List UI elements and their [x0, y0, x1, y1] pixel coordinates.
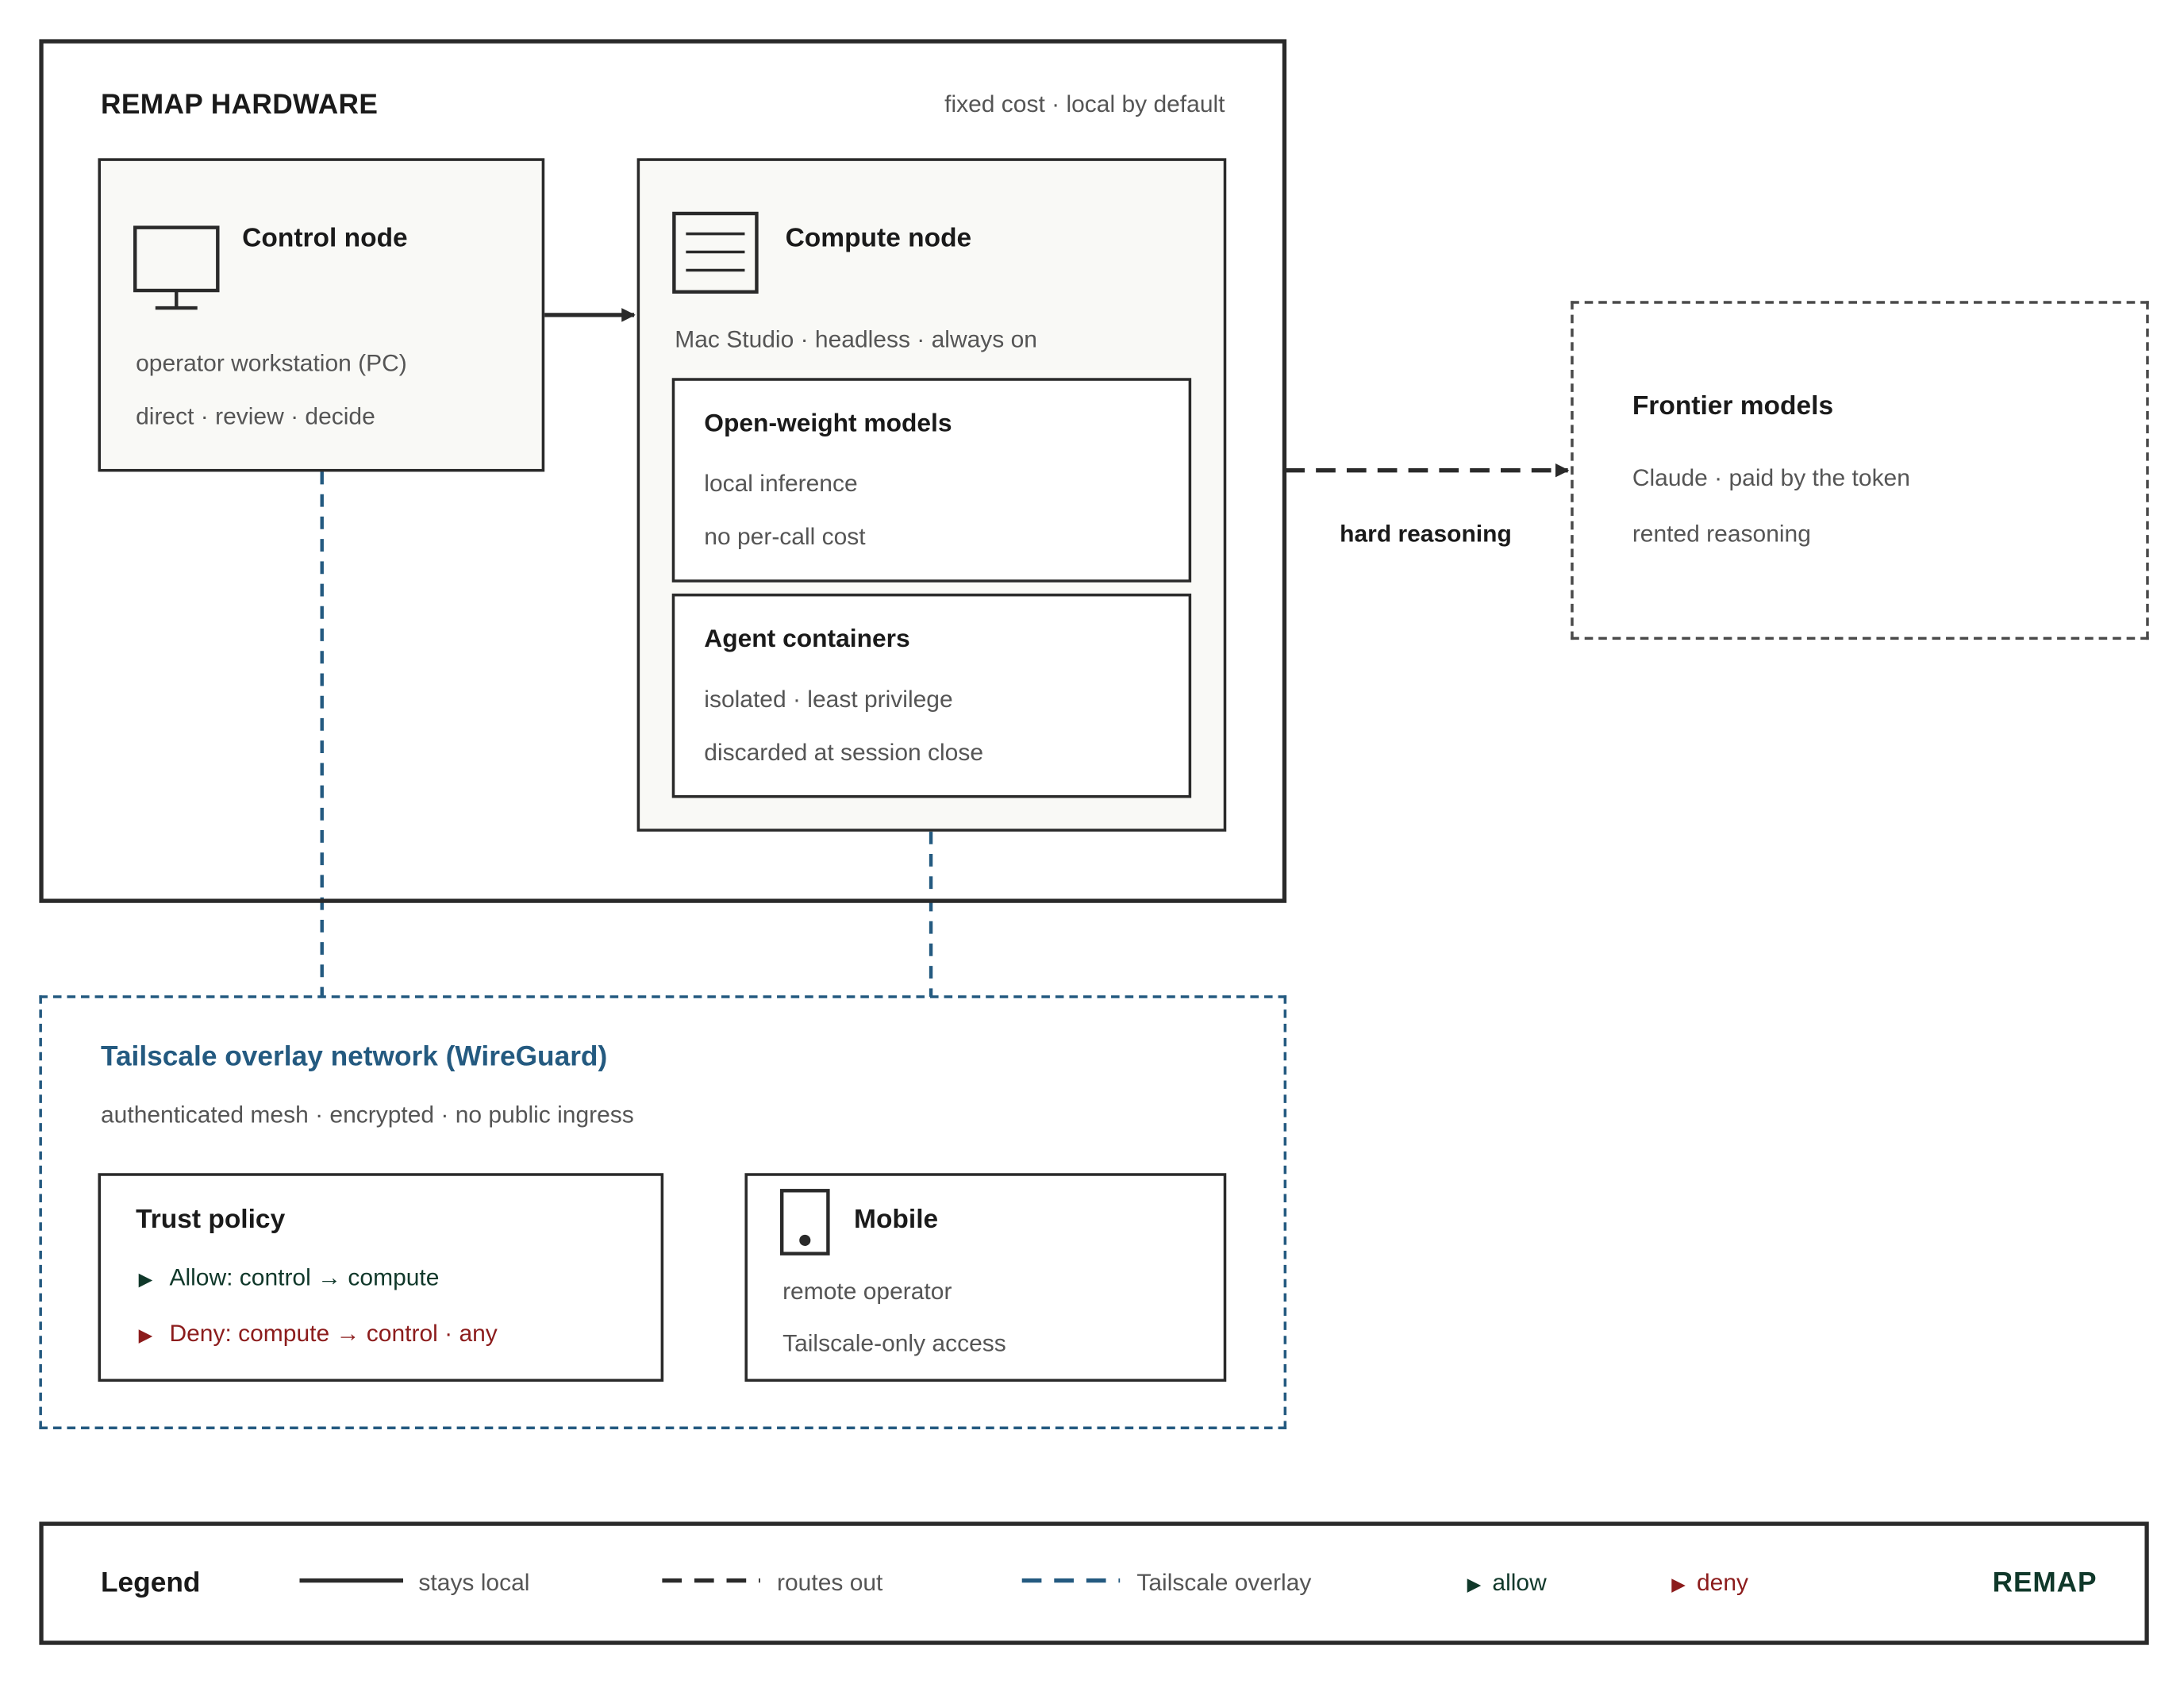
frontier-models-line-1: Claude · paid by the token [1632, 464, 1910, 492]
deny-rule: ▶ Deny: compute → control · any [139, 1321, 498, 1345]
agent-containers-line-2: discarded at session close [704, 739, 984, 766]
open-weight-models-box [671, 378, 1192, 583]
control-node-line-2: direct · review · decide [136, 403, 375, 430]
server-document-icon [672, 211, 759, 294]
mobile-line-2: Tailscale-only access [782, 1329, 1006, 1357]
agent-containers-line-1: isolated · least privilege [704, 686, 953, 713]
control-node-title: Control node [242, 224, 408, 254]
phone-icon [779, 1189, 830, 1255]
tailscale-subtitle: authenticated mesh · encrypted · no publ… [101, 1102, 634, 1129]
agent-containers-box [671, 593, 1192, 798]
allow-rule: ▶ Allow: control → compute [139, 1266, 440, 1290]
hardware-title: REMAP HARDWARE [101, 89, 379, 121]
hardware-subtitle: fixed cost · local by default [944, 90, 1225, 118]
legend-allow-marker-icon: ▶ [1467, 1573, 1482, 1595]
remap-brand-logo: REMAP [1992, 1567, 2097, 1599]
legend-overlay-line-icon [1021, 1578, 1121, 1583]
compute-node-title: Compute node [785, 224, 972, 254]
legend-solid-line-icon [299, 1578, 404, 1583]
trust-policy-title: Trust policy [136, 1205, 286, 1235]
legend-deny-text: deny [1696, 1569, 1749, 1596]
control-node [98, 158, 545, 472]
legend-title: Legend [101, 1567, 201, 1599]
legend-overlay: Tailscale overlay [1136, 1569, 1312, 1596]
open-weight-models-line-1: local inference [704, 470, 858, 498]
hard-reasoning-label: hard reasoning [1340, 521, 1512, 548]
legend-deny: ▶ deny [1671, 1571, 1748, 1594]
agent-containers-title: Agent containers [704, 624, 910, 653]
legend-dashed-line-icon [662, 1578, 760, 1583]
control-node-line-1: operator workstation (PC) [136, 350, 407, 377]
tailscale-overlay-boundary [39, 995, 1287, 1430]
legend-stays-local: stays local [418, 1569, 530, 1596]
legend-allow: ▶ allow [1467, 1571, 1547, 1594]
hardware-boundary [39, 39, 1287, 903]
legend-allow-text: allow [1492, 1569, 1547, 1596]
trust-policy-box [98, 1173, 664, 1382]
mobile-title: Mobile [854, 1205, 939, 1235]
deny-rule-text: Deny: compute → control · any [169, 1320, 498, 1347]
allow-marker-icon: ▶ [138, 1268, 153, 1290]
deny-marker-icon: ▶ [138, 1324, 153, 1346]
mobile-line-1: remote operator [782, 1278, 952, 1305]
legend-deny-marker-icon: ▶ [1671, 1573, 1686, 1595]
frontier-models-title: Frontier models [1632, 391, 1834, 421]
open-weight-models-title: Open-weight models [704, 409, 952, 437]
tailscale-title: Tailscale overlay network (WireGuard) [101, 1041, 608, 1073]
open-weight-models-line-2: no per-call cost [704, 523, 866, 551]
legend-routes-out: routes out [777, 1569, 883, 1596]
compute-node-subtitle: Mac Studio · headless · always on [675, 326, 1037, 353]
legend-box [39, 1521, 2149, 1645]
frontier-models-box [1571, 301, 2149, 640]
monitor-icon [133, 225, 220, 310]
allow-rule-text: Allow: control → compute [169, 1263, 440, 1291]
mobile-box [744, 1173, 1227, 1382]
frontier-models-line-2: rented reasoning [1632, 521, 1811, 548]
